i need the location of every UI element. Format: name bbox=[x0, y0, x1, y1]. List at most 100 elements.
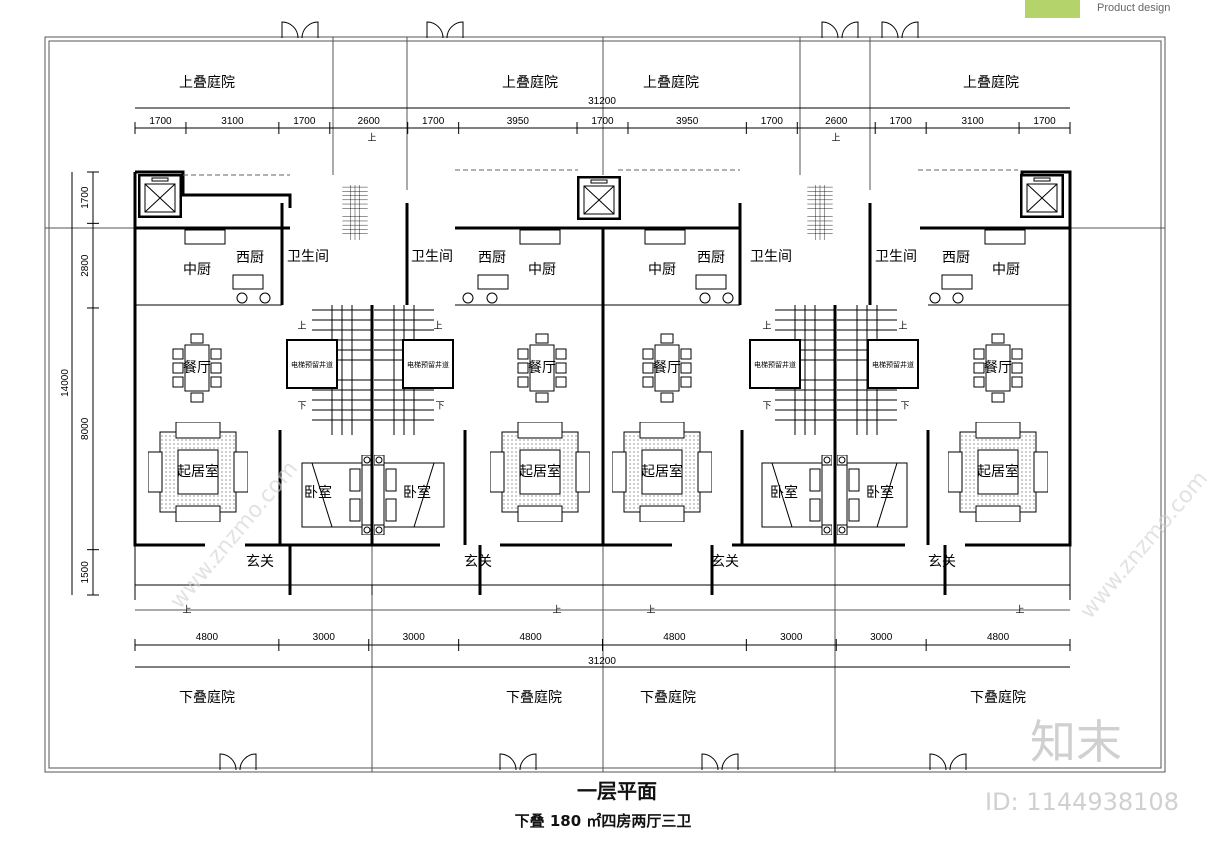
dimension-label: 1700 bbox=[293, 116, 316, 127]
label-western-kitchen: 西厨 bbox=[697, 250, 725, 266]
label-garden-top: 上叠庭院 bbox=[643, 74, 699, 91]
label-bedroom: 卧室 bbox=[770, 484, 798, 501]
building-walls bbox=[133, 169, 1072, 600]
label-dining: 餐厅 bbox=[653, 360, 681, 376]
dimension-label: 1700 bbox=[591, 116, 614, 127]
label-living: 起居室 bbox=[177, 463, 219, 480]
label-entry: 玄关 bbox=[711, 553, 739, 570]
dimension-label: 3000 bbox=[313, 632, 336, 643]
label-living: 起居室 bbox=[977, 463, 1019, 480]
label-living: 起居室 bbox=[641, 463, 683, 480]
label-garden-top: 上叠庭院 bbox=[502, 74, 558, 91]
dimension-label: 3100 bbox=[221, 116, 244, 127]
dimension-label: 3100 bbox=[961, 116, 984, 127]
dimension-total-left: 14000 bbox=[60, 369, 71, 397]
gate-icon bbox=[822, 22, 858, 38]
dimension-label: 1700 bbox=[422, 116, 445, 127]
stair-down-label: 下 bbox=[435, 402, 444, 412]
label-elevator-shaft: 电梯预留井道 bbox=[407, 360, 449, 369]
dimension-total-bottom: 31200 bbox=[588, 656, 616, 667]
dimension-label: 3000 bbox=[870, 632, 893, 643]
label-bedroom: 卧室 bbox=[403, 484, 431, 501]
label-entry: 玄关 bbox=[464, 553, 492, 570]
stair-icon bbox=[806, 185, 834, 240]
label-elevator-shaft: 电梯预留井道 bbox=[291, 360, 333, 369]
label-bedroom: 卧室 bbox=[866, 484, 894, 501]
label-western-kitchen: 西厨 bbox=[942, 250, 970, 266]
label-western-kitchen: 西厨 bbox=[236, 250, 264, 266]
label-chinese-kitchen: 中厨 bbox=[528, 262, 556, 278]
dimension-label: 1700 bbox=[890, 116, 913, 127]
watermark-site: www.znzmo.com bbox=[1075, 466, 1213, 623]
label-living: 起居室 bbox=[519, 463, 561, 480]
stair-up-label: 上 bbox=[898, 321, 907, 332]
dimension-label: 2600 bbox=[358, 116, 381, 127]
dimension-label: 3000 bbox=[403, 632, 426, 643]
label-elevator-shaft: 电梯预留井道 bbox=[872, 360, 914, 369]
dimension-label: 3950 bbox=[507, 116, 530, 127]
stair-down-label: 下 bbox=[297, 402, 306, 412]
label-garden-bottom: 下叠庭院 bbox=[640, 689, 696, 706]
label-chinese-kitchen: 中厨 bbox=[648, 262, 676, 278]
stair-down-label: 下 bbox=[900, 402, 909, 412]
label-bathroom: 卫生间 bbox=[875, 249, 917, 265]
label-bathroom: 卫生间 bbox=[287, 249, 329, 265]
stair-up-label: 上 bbox=[367, 133, 376, 144]
dimension-label: 8000 bbox=[80, 417, 91, 440]
site-walls bbox=[44, 36, 1166, 773]
logo-subtitle: Product design bbox=[1097, 2, 1171, 14]
elevator-icon bbox=[139, 175, 181, 217]
label-dining: 餐厅 bbox=[183, 360, 211, 376]
watermark-brand: 知末 bbox=[1030, 715, 1122, 769]
elevator-icon bbox=[1021, 175, 1063, 217]
dimension-label: 4800 bbox=[663, 632, 686, 643]
label-entry: 玄关 bbox=[246, 553, 274, 570]
stair-up-label: 上 bbox=[831, 133, 840, 144]
label-elevator-shaft: 电梯预留井道 bbox=[754, 360, 796, 369]
gate-icon bbox=[427, 22, 463, 38]
label-garden-bottom: 下叠庭院 bbox=[506, 689, 562, 706]
watermark-id: ID: 1144938108 bbox=[985, 788, 1179, 816]
stair-up-label: 上 bbox=[433, 321, 442, 332]
dimension-label: 1700 bbox=[149, 116, 172, 127]
stair-up-label: 上 bbox=[182, 605, 191, 616]
dimension-label: 4800 bbox=[196, 632, 219, 643]
label-bedroom: 卧室 bbox=[304, 484, 332, 501]
room-labels: 上叠庭院 中厨 西厨 卫生间 餐厅 起居室 卧室 玄关 下叠庭院 电梯预留井道 … bbox=[177, 74, 1026, 706]
stair-up-label: 上 bbox=[762, 321, 771, 332]
label-entry: 玄关 bbox=[928, 553, 956, 570]
label-western-kitchen: 西厨 bbox=[478, 250, 506, 266]
dimension-label: 1500 bbox=[80, 561, 91, 584]
label-chinese-kitchen: 中厨 bbox=[183, 262, 211, 278]
gate-icon bbox=[282, 22, 318, 38]
dimension-label: 4800 bbox=[987, 632, 1010, 643]
dimension-label: 4800 bbox=[519, 632, 542, 643]
stair-up-label: 上 bbox=[297, 321, 306, 332]
stair-down-label: 下 bbox=[762, 402, 771, 412]
brand-logo bbox=[1025, 0, 1080, 18]
label-garden-top: 上叠庭院 bbox=[963, 74, 1019, 91]
dimension-label: 1700 bbox=[761, 116, 784, 127]
stair-up-label: 上 bbox=[1015, 605, 1024, 616]
stair-icon bbox=[341, 185, 369, 240]
drawing-subtitle: 下叠 180 ㎡四房两厅三卫 bbox=[515, 812, 692, 830]
label-dining: 餐厅 bbox=[528, 360, 556, 376]
gate-icon bbox=[882, 22, 918, 38]
dimension-label: 3000 bbox=[780, 632, 803, 643]
stair-up-label: 上 bbox=[552, 605, 561, 616]
kitchen-fixtures bbox=[184, 229, 1026, 304]
dimension-label: 1700 bbox=[80, 186, 91, 209]
dimension-total-top: 31200 bbox=[588, 96, 616, 107]
label-garden-bottom: 下叠庭院 bbox=[970, 689, 1026, 706]
dimension-label: 2600 bbox=[825, 116, 848, 127]
elevator-icon bbox=[578, 177, 620, 219]
dimension-label: 2800 bbox=[80, 254, 91, 277]
label-chinese-kitchen: 中厨 bbox=[992, 262, 1020, 278]
stair-up-label: 上 bbox=[646, 605, 655, 616]
label-garden-bottom: 下叠庭院 bbox=[179, 689, 235, 706]
label-bathroom: 卫生间 bbox=[411, 249, 453, 265]
drawing-title: 一层平面 bbox=[577, 779, 657, 803]
stair-markers: 上 上 下 下 上 上 下 下 上 上 上 上 上 上 bbox=[182, 133, 1024, 616]
